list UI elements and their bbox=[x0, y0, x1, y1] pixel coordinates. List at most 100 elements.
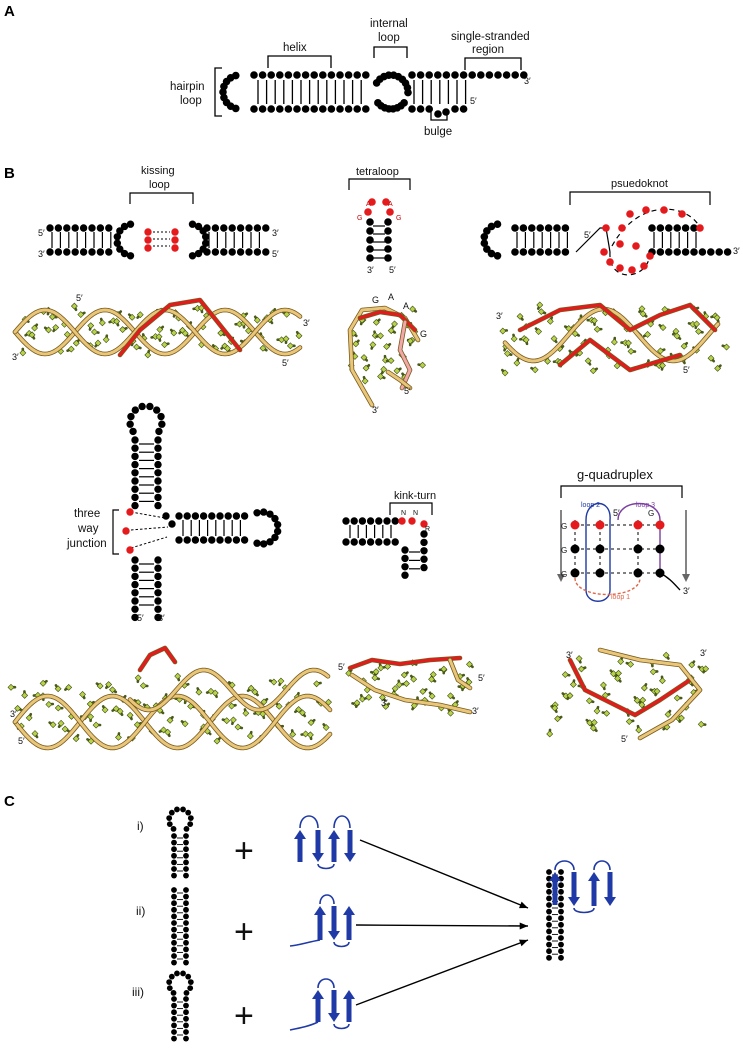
nucleotide bbox=[171, 906, 177, 913]
gq-end-5: 5′ bbox=[613, 508, 620, 518]
nucleotide bbox=[451, 105, 459, 113]
beta-arrowhead bbox=[588, 872, 600, 881]
mkt-3a: 3′ bbox=[381, 698, 388, 708]
base-ring bbox=[546, 317, 554, 325]
nucleotide bbox=[131, 572, 139, 581]
nucleotide bbox=[131, 460, 139, 469]
loop-3-line bbox=[617, 502, 661, 578]
nucleotide bbox=[153, 406, 161, 414]
nucleotide bbox=[633, 520, 643, 530]
a-end-5: 5′ bbox=[470, 96, 477, 106]
nucleotide bbox=[183, 959, 189, 966]
nucleotide bbox=[511, 71, 519, 79]
plus-ii: + bbox=[234, 913, 254, 951]
nucleotide bbox=[368, 198, 376, 206]
base-ring bbox=[593, 325, 601, 333]
backbone bbox=[348, 656, 462, 670]
beta-arrowhead bbox=[328, 830, 340, 839]
nucleotide bbox=[171, 1029, 177, 1035]
base-ring bbox=[380, 365, 388, 373]
base-ring bbox=[322, 724, 330, 731]
base-ring bbox=[31, 324, 38, 332]
backbone bbox=[598, 648, 702, 740]
arrow-head bbox=[557, 574, 565, 582]
nucleotide bbox=[183, 939, 189, 946]
base-ring bbox=[229, 716, 237, 724]
three-way-label-2: way bbox=[77, 523, 99, 535]
backbone bbox=[568, 658, 692, 717]
tetra-end-5: 5′ bbox=[389, 265, 396, 275]
nucleotide bbox=[191, 512, 200, 520]
nucleotide bbox=[171, 933, 177, 940]
base-ring bbox=[664, 711, 672, 718]
nucleotide bbox=[188, 252, 197, 260]
nucleotide bbox=[154, 556, 162, 564]
nucleotide bbox=[353, 71, 362, 79]
nucleotide bbox=[131, 452, 139, 461]
nucleotide bbox=[364, 208, 372, 216]
nucleotide bbox=[546, 908, 552, 915]
nucleotide bbox=[154, 572, 162, 581]
base-ring bbox=[260, 698, 268, 706]
base-ring bbox=[275, 702, 283, 710]
nucleotide bbox=[344, 71, 353, 79]
nucleotide bbox=[558, 895, 564, 902]
nucleotide bbox=[208, 512, 216, 520]
nucleotide bbox=[420, 538, 428, 547]
base-ring bbox=[428, 692, 436, 700]
base-ring bbox=[387, 327, 395, 335]
gq-G3: G bbox=[561, 570, 567, 579]
row-label-iii: iii) bbox=[132, 985, 144, 999]
mk-3-b: 3′ bbox=[12, 352, 19, 362]
nucleotide bbox=[546, 921, 552, 928]
nucleotide bbox=[420, 530, 428, 538]
nucleotide bbox=[171, 846, 177, 853]
nucleotide bbox=[183, 859, 189, 866]
nucleotide bbox=[366, 218, 374, 226]
base-ring bbox=[639, 310, 647, 318]
nucleotide bbox=[171, 926, 177, 933]
mt-5: 5′ bbox=[404, 386, 411, 396]
nucleotide bbox=[558, 921, 564, 928]
base-ring bbox=[87, 713, 95, 721]
nucleotide bbox=[154, 564, 162, 572]
nucleotide bbox=[678, 210, 686, 218]
nucleotide bbox=[175, 512, 183, 520]
arrow-head bbox=[682, 574, 690, 582]
base-ring bbox=[277, 677, 285, 685]
protein-loop bbox=[289, 978, 350, 1031]
nucleotide bbox=[166, 979, 173, 985]
nucleotide bbox=[408, 71, 416, 79]
nucleotide bbox=[154, 452, 162, 461]
kiss-5-right: 5′ bbox=[272, 249, 279, 259]
nucleotide bbox=[171, 852, 177, 859]
base-ring bbox=[603, 709, 611, 717]
base-ring bbox=[659, 324, 667, 331]
base-ring bbox=[302, 730, 310, 738]
base-ring bbox=[635, 726, 643, 734]
base-ring bbox=[688, 661, 696, 669]
nucleotide bbox=[183, 953, 189, 959]
bulge-bracket bbox=[430, 112, 448, 121]
nucleotide bbox=[558, 888, 564, 895]
nucleotide bbox=[640, 262, 648, 270]
base-ring bbox=[531, 366, 539, 374]
nucleotide bbox=[408, 105, 416, 113]
base-ring bbox=[410, 702, 418, 709]
nucleotide bbox=[696, 224, 704, 232]
nucleotide bbox=[185, 973, 192, 980]
nucleotide bbox=[618, 224, 626, 232]
nucleotide bbox=[175, 536, 183, 544]
backbone bbox=[398, 320, 412, 390]
nucleotide bbox=[154, 444, 162, 452]
nucleotide bbox=[245, 224, 253, 232]
nucleotide bbox=[183, 1009, 189, 1016]
base-ring bbox=[447, 709, 454, 717]
nucleotide bbox=[131, 493, 139, 502]
base-ring bbox=[590, 317, 598, 325]
nucleotide bbox=[655, 568, 665, 578]
nucleotide bbox=[126, 252, 135, 260]
nucleotide bbox=[154, 460, 162, 469]
base-ring bbox=[697, 720, 705, 728]
nucleotide bbox=[420, 520, 428, 528]
